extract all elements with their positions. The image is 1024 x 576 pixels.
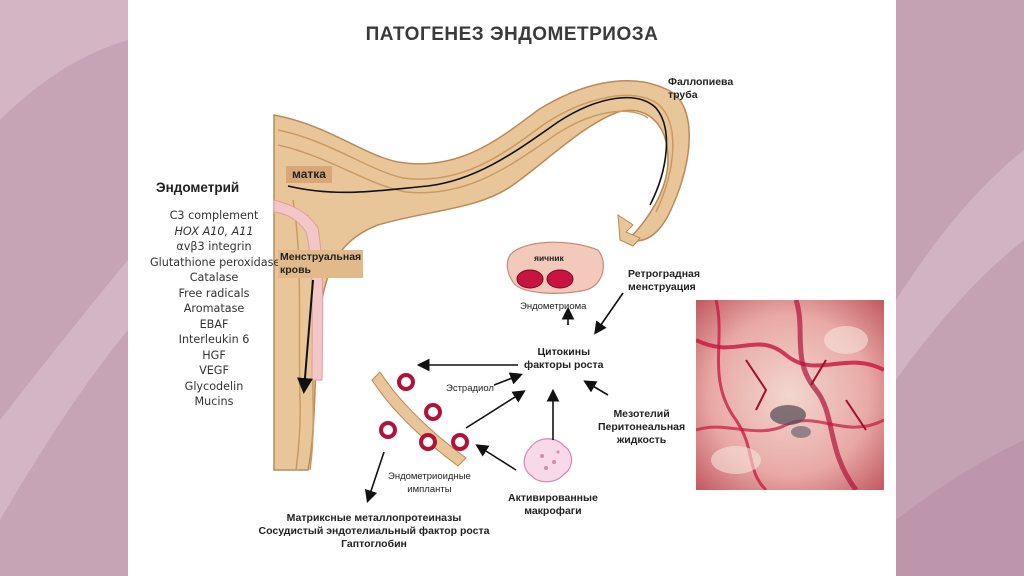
implants-label: Эндометриоидные импланты bbox=[388, 471, 471, 495]
pathogenesis-diagram bbox=[273, 80, 690, 504]
cytokines-label: Цитокины факторы роста bbox=[524, 346, 604, 371]
factor-item: C3 complement bbox=[169, 209, 259, 222]
factor-item: EBAF bbox=[199, 317, 229, 331]
factor-item: HGF bbox=[202, 348, 226, 362]
factor-item: Interleukin 6 bbox=[178, 333, 250, 346]
slide: ПАТОГЕНЕЗ ЭНДОМЕТРИОЗА bbox=[128, 0, 896, 576]
page-title: ПАТОГЕНЕЗ ЭНДОМЕТРИОЗА bbox=[365, 24, 659, 45]
factor-item: Glycodelin bbox=[184, 379, 244, 393]
ovary bbox=[506, 241, 604, 294]
fallopian-tube-label: Фаллопиева труба bbox=[668, 76, 734, 101]
endometrium-factor-list: C3 complement HOX A10, A11 αvβ3 integrin… bbox=[150, 208, 281, 410]
factor-item: HOX A10, A11 bbox=[174, 224, 254, 238]
retrograde-menstruation-label: Ретроградная менструация bbox=[628, 268, 701, 293]
menstrual-blood-arrow bbox=[297, 279, 314, 394]
mesothelium-label: Мезотелий Перитонеальная жидкость bbox=[598, 408, 686, 446]
factor-item: Aromatase bbox=[183, 302, 245, 315]
factor-item: Mucins bbox=[194, 395, 234, 408]
lesion-photo bbox=[696, 300, 884, 490]
endometrioma-label: Эндометриома bbox=[520, 301, 587, 312]
arrows bbox=[364, 292, 624, 504]
bottom-factors-label: Матриксные металлопротеиназы Сосудистый … bbox=[258, 512, 490, 550]
ovary-label: яичник bbox=[534, 253, 564, 263]
factor-item: Catalase bbox=[189, 271, 239, 284]
factor-item: αvβ3 integrin bbox=[176, 240, 252, 253]
endometrioid-implants bbox=[371, 371, 469, 467]
macrophage bbox=[523, 438, 573, 483]
uterus-shape bbox=[273, 80, 690, 471]
factor-item: VEGF bbox=[199, 364, 229, 377]
macrophages-label: Активированные макрофаги bbox=[508, 492, 598, 517]
factor-item: Glutathione peroxidase bbox=[150, 255, 281, 269]
uterus-label: матка bbox=[286, 166, 332, 183]
menstrual-blood-label: Менструальная кровь bbox=[278, 250, 364, 278]
estradiol-label: Эстрадиол bbox=[446, 382, 494, 395]
factor-item: Free radicals bbox=[178, 286, 250, 300]
endometrium-title: Эндометрий bbox=[156, 180, 240, 195]
